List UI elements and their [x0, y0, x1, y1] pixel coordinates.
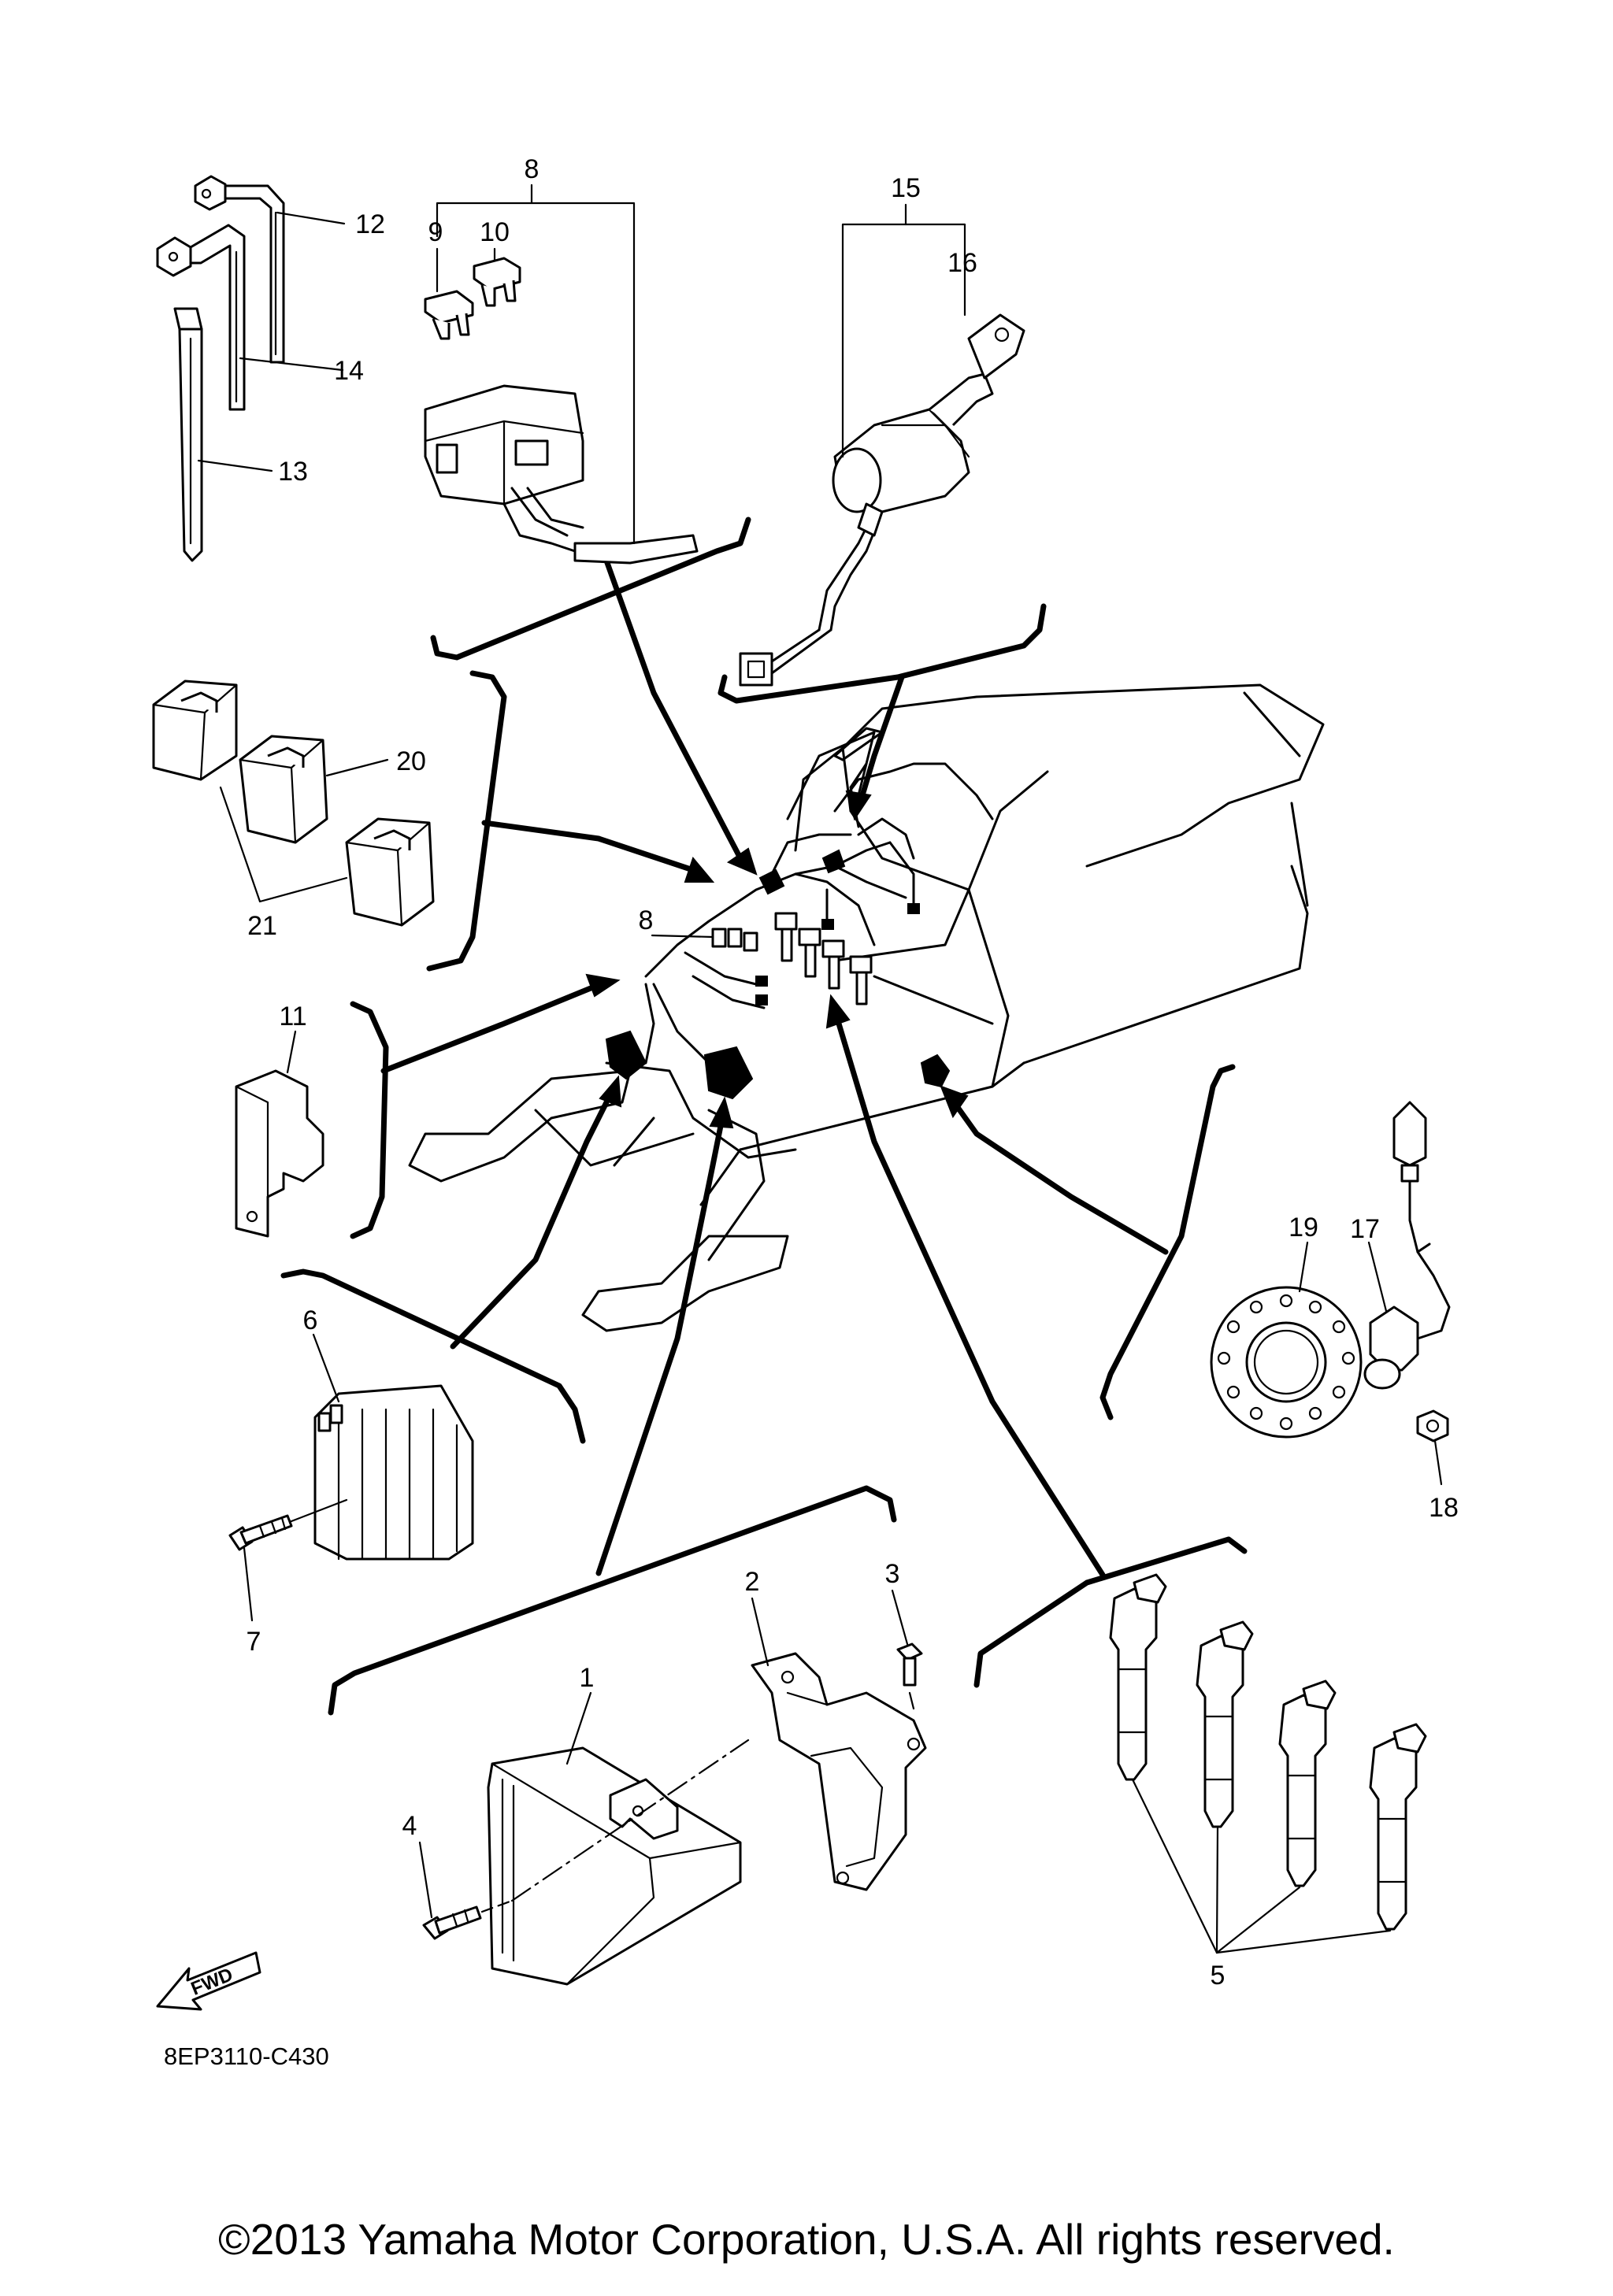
ignition-coil	[1109, 1573, 1167, 1781]
callout-8-harness: 8	[639, 905, 654, 935]
callout-brackets	[280, 517, 1248, 1716]
cable-tie-14	[156, 224, 246, 411]
copyright-notice: ©2013 Yamaha Motor Corporation, U.S.A. A…	[218, 2215, 1395, 2264]
relay-top	[152, 680, 238, 781]
fwd-arrow-icon: FWD	[156, 1951, 261, 2011]
fuse-9	[424, 290, 474, 340]
callout-8-top: 8	[525, 154, 540, 184]
relay-leaders	[219, 786, 348, 903]
trigger-wheel-19	[1210, 1286, 1363, 1439]
callout-4: 4	[402, 1811, 417, 1841]
ecu-1	[487, 1746, 742, 1986]
callout-20: 20	[396, 746, 426, 776]
cable-tie-13	[173, 307, 203, 562]
bolt-7	[228, 1498, 348, 1551]
callout-15: 15	[891, 173, 921, 203]
callout-11: 11	[279, 1002, 306, 1031]
callout-21: 21	[247, 911, 277, 941]
callout-17: 17	[1350, 1214, 1380, 1244]
callout-13: 13	[278, 457, 308, 487]
ecu-bracket-2	[751, 1652, 927, 1891]
callout-19: 19	[1289, 1213, 1318, 1242]
ignition-coil	[1369, 1723, 1427, 1931]
pickup-coil-17	[1363, 1101, 1451, 1390]
callout-16: 16	[947, 248, 977, 278]
relay-21	[345, 817, 435, 927]
callout-6: 6	[303, 1305, 318, 1335]
callout-1: 1	[580, 1663, 595, 1693]
callout-leader-lines	[197, 211, 1443, 1954]
callout-10: 10	[480, 217, 510, 247]
bracket-8-top	[436, 183, 636, 545]
callout-3: 3	[885, 1559, 900, 1589]
relay-20	[239, 735, 328, 844]
callout-2: 2	[745, 1567, 760, 1597]
bolt-4	[422, 1739, 750, 1940]
snowmobile-chassis	[408, 683, 1325, 1332]
bracket-15	[841, 203, 966, 458]
callout-7: 7	[247, 1627, 261, 1657]
fuse-10	[473, 257, 521, 307]
coil-stub	[774, 912, 873, 1005]
callout-9: 9	[428, 217, 443, 247]
bracket-11	[235, 1069, 324, 1238]
bolt-3	[896, 1642, 923, 1710]
ignition-coil	[1196, 1620, 1254, 1828]
nut-18	[1416, 1409, 1449, 1442]
callout-12: 12	[355, 209, 385, 239]
main-wire-harness	[605, 762, 994, 1100]
callout-14: 14	[334, 356, 364, 386]
main-switch-assembly	[739, 313, 1025, 687]
diagram-code: 8EP3110-C430	[164, 2042, 329, 2070]
callout-labels: 1 2 3 4 5 6 7 8 8 9 10 11 12 13 14 15 16…	[247, 154, 1459, 1990]
rectifier-regulator	[313, 1384, 474, 1561]
fuse-box-assembly	[424, 384, 699, 565]
leader-arrows	[380, 557, 1169, 1578]
callout-5: 5	[1211, 1961, 1226, 1990]
callout-18: 18	[1429, 1493, 1459, 1523]
ignition-coil	[1278, 1679, 1337, 1887]
